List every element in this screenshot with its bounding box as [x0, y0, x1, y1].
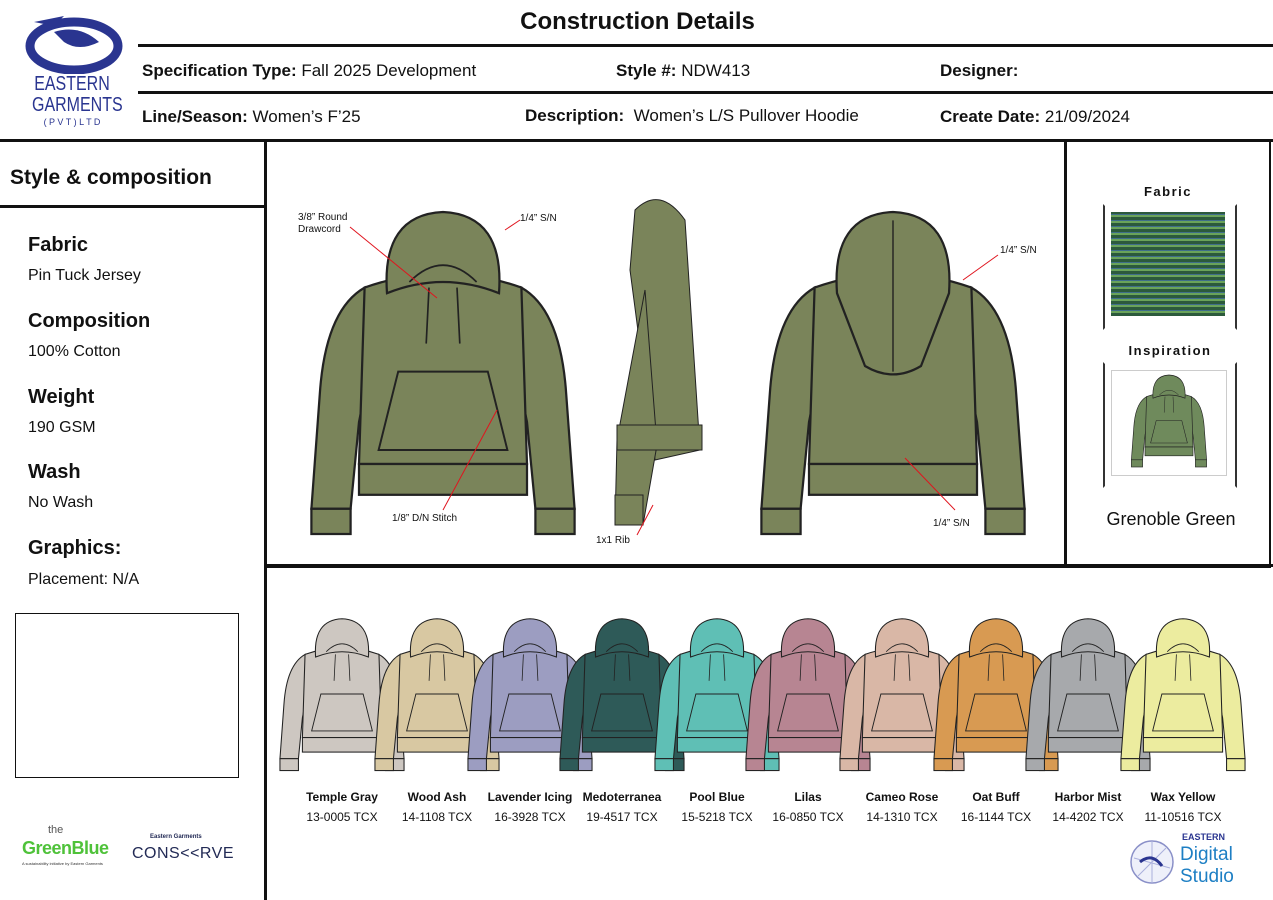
colorway-code: 16-1144 TCX: [960, 810, 1032, 824]
callout-lines: [349, 219, 999, 536]
front-view-hoodie: [310, 210, 576, 536]
colorway-code: 13-0005 TCX: [306, 810, 378, 824]
colorway-code: 14-1310 TCX: [866, 810, 938, 824]
value: 21/09/2024: [1044, 107, 1130, 126]
colorway-name: Pool Blue: [689, 790, 745, 804]
style-number: Style #: NDW413: [616, 61, 750, 81]
description: Description: Women’s L/S Pullover Hoodie: [525, 106, 859, 126]
line-season: Line/Season: Women’s F’25: [142, 107, 361, 127]
fabric-swatch-frame: [1103, 204, 1237, 330]
designer: Designer:: [940, 61, 1018, 81]
label: Style #:: [616, 61, 677, 80]
eds-line3: Studio: [1180, 866, 1234, 887]
conserve-top: Eastern Garments: [150, 834, 202, 840]
weight-label: Weight: [28, 386, 95, 408]
wash-label: Wash: [28, 461, 81, 483]
colorway-code: 11-10516 TCX: [1144, 810, 1222, 824]
back-view-hoodie: [760, 210, 1026, 536]
composition-title: Style & composition: [10, 166, 212, 189]
eastern-garments-logo-icon: [25, 16, 123, 74]
value: NDW413: [681, 61, 751, 80]
colorway-code: 16-3928 TCX: [494, 810, 566, 824]
colorway-name: Wax Yellow: [1150, 790, 1216, 804]
divider: [1064, 140, 1067, 566]
rib-callout: 1x1 Rib: [596, 535, 630, 546]
back-sn-callout: 1/4” S/N: [1000, 245, 1037, 256]
logo-line1: EASTERN: [34, 73, 110, 95]
label: Designer:: [940, 61, 1019, 80]
fabric-swatch-image: [1111, 212, 1225, 316]
colorway-code: 16-0850 TCX: [772, 810, 844, 824]
value: Women’s L/S Pullover Hoodie: [633, 106, 859, 125]
colorway-hoodie: [1120, 618, 1246, 772]
create-date: Create Date: 21/09/2024: [940, 107, 1130, 127]
placement-value: Placement: N/A: [28, 571, 140, 588]
divider: [0, 139, 1273, 142]
divider: [138, 91, 1273, 94]
colorway-code: 19-4517 TCX: [586, 810, 658, 824]
divider: [0, 205, 266, 208]
colorway-name: Lavender Icing: [487, 790, 573, 804]
colorway-name: Harbor Mist: [1054, 790, 1122, 804]
construction-drawings: [310, 199, 1026, 536]
composition-value: 100% Cotton: [28, 343, 121, 360]
colorway-code: 14-4202 TCX: [1052, 810, 1124, 824]
wash-value: No Wash: [28, 494, 94, 511]
inspiration-frame: [1103, 362, 1237, 488]
hem-sn-callout: 1/4” S/N: [933, 518, 970, 529]
divider: [265, 564, 1273, 567]
drawcord-callout: 3/8” Round Drawcord: [298, 212, 348, 235]
green-blue-logo: GreenBlue: [22, 838, 109, 858]
globe-icon: [1130, 840, 1174, 884]
graphics-label: Graphics:: [28, 537, 122, 559]
fabric-swatch-label: Fabric: [1143, 184, 1192, 199]
value: Fall 2025 Development: [301, 61, 477, 80]
value: Women’s F’25: [252, 107, 361, 126]
label: Create Date:: [940, 107, 1041, 126]
colorway-name: Lilas: [794, 790, 822, 804]
divider: [138, 44, 1273, 47]
label: Specification Type:: [142, 61, 297, 80]
logo-line2: GARMENTS: [32, 94, 123, 116]
green-blue-the-text: the: [48, 824, 64, 836]
colorway-name: Wood Ash: [407, 790, 467, 804]
inspiration-image: [1111, 370, 1227, 476]
hood-sn-callout: 1/4” S/N: [520, 213, 557, 224]
colorway-name: Cameo Rose: [865, 790, 939, 804]
green-blue-the: the: [48, 824, 63, 836]
dn-stitch-callout: 1/8” D/N Stitch: [392, 513, 458, 524]
logo-line3: ( P V T ) L T D: [43, 117, 101, 127]
colorway-code: 14-1108 TCX: [401, 810, 473, 824]
divider: [264, 139, 267, 900]
side-view-hoodie: [614, 199, 703, 526]
colorway-code: 15-5218 TCX: [681, 810, 753, 824]
spec-type: Specification Type: Fall 2025 Developmen…: [142, 61, 476, 81]
conserve-logo: CONS<<RVE: [132, 845, 235, 862]
colorway-name: Medoterranea: [582, 790, 662, 804]
inspiration-label: Inspiration: [1128, 343, 1212, 358]
label: Description:: [525, 106, 625, 125]
eds-line1: EASTERN: [1182, 832, 1226, 842]
fabric-value: Pin Tuck Jersey: [28, 267, 141, 284]
colorway-name: Oat Buff: [972, 790, 1020, 804]
green-blue-sub: A sustainability initiative by Eastern G…: [22, 861, 103, 866]
color-name: Grenoble Green: [1106, 509, 1236, 529]
fabric-label: Fabric: [28, 234, 89, 256]
composition-label: Composition: [28, 310, 151, 332]
graphics-placeholder-box: [15, 613, 239, 778]
weight-value: 190 GSM: [28, 419, 96, 436]
label: Line/Season:: [142, 107, 248, 126]
page-title: Construction Details: [520, 8, 755, 35]
eds-line2: Digital: [1180, 844, 1233, 865]
colorway-name: Temple Gray: [306, 790, 378, 804]
